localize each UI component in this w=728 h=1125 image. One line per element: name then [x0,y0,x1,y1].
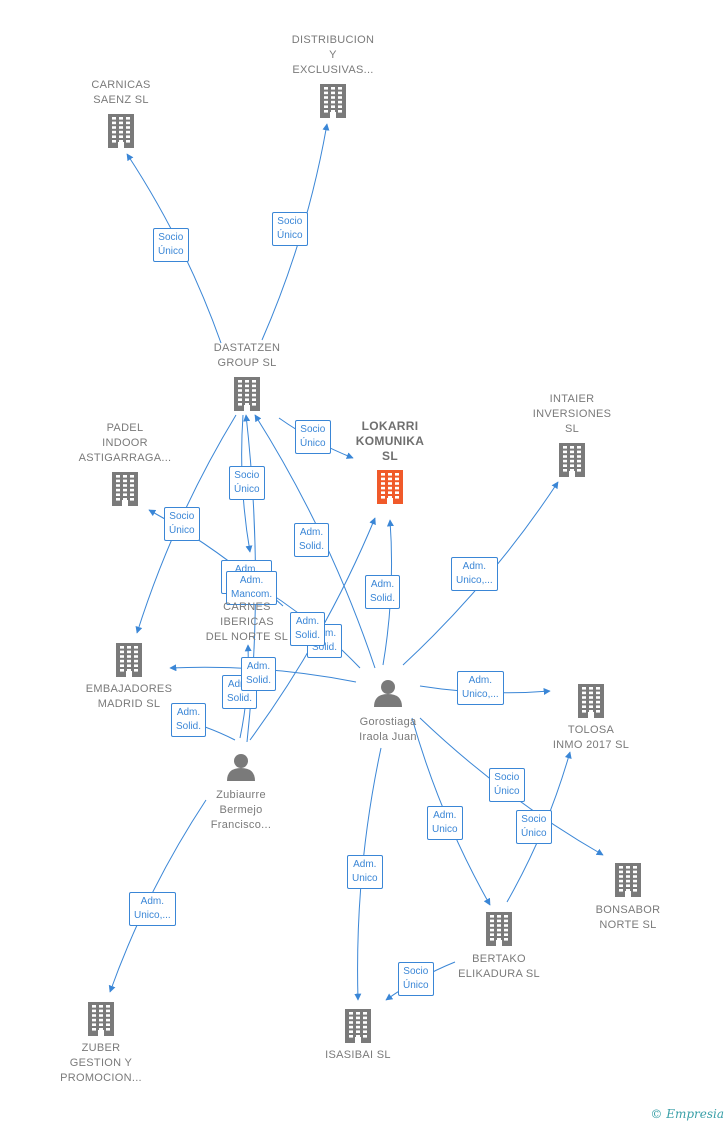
edge-label-gorostiaga-embajadores[interactable]: Adm. Solid. [222,675,258,709]
building-icon-carnicas[interactable] [108,114,134,148]
edge-label-gorostiaga-dastatzen[interactable]: Adm. Solid. [294,523,330,557]
building-icon-lokarri[interactable] [377,470,403,504]
building-icon-isasibai[interactable] [345,1009,371,1043]
node-label-gorostiaga: Gorostiaga Iraola Juan [359,716,417,743]
node-label-dastatzen: DASTATZEN GROUP SL [213,342,281,369]
building-icon-zuber[interactable] [88,1002,114,1036]
edge-label-dastatzen-carnicas[interactable]: Socio Único [153,228,189,262]
edge-label-gorostiaga-lokarri[interactable]: Adm. Solid. [365,575,401,609]
node-label-carnicas: CARNICAS SAENZ SL [91,79,151,106]
edge-label-bertako-tolosa[interactable]: Socio Único [516,810,552,844]
person-icon-zubiaurre[interactable] [227,754,255,781]
edge-label-zubiaurre-embajadores[interactable]: Adm. Solid. [171,703,207,737]
building-icon-bertako[interactable] [486,912,512,946]
node-label-distribucion: DISTRIBUCION Y EXCLUSIVAS... [291,34,375,76]
node-label-tolosa: TOLOSA INMO 2017 SL [552,724,630,751]
building-icon-bonsabor[interactable] [615,863,641,897]
edge-label-gorostiaga-bonsabor[interactable]: Socio Único [489,768,525,802]
brand-logo: © Empresia [650,1107,724,1121]
node-label-lokarri: LOKARRI KOMUNIKA SL [355,419,425,463]
edge-label-dastatzen-embajadores[interactable]: Socio Único [164,507,200,541]
building-icon-embajadores[interactable] [116,643,142,677]
node-label-isasibai: ISASIBAI SL [325,1049,391,1061]
node-label-carnes: CARNES IBERICAS DEL NORTE SL [205,601,289,643]
edge-label-dastatzen-distribucion[interactable]: Socio Único [272,212,308,246]
node-label-zubiaurre: Zubiaurre Bermejo Francisco... [210,789,272,831]
node-label-intaier: INTAIER INVERSIONES SL [532,393,612,435]
building-icon-tolosa[interactable] [578,684,604,718]
edge-label-zubiaurre-carnes[interactable]: Adm. Solid. [241,657,277,691]
edge-label-gorostiaga-intaier[interactable]: Adm. Unico,... [451,557,498,591]
node-label-zuber: ZUBER GESTION Y PROMOCION... [60,1042,142,1084]
edge-label-gorostiaga-isasibai[interactable]: Adm. Unico [347,855,383,889]
brand-name: Empresia [666,1107,724,1121]
edge-label-dastatzen-lokarri[interactable]: Socio Único [295,420,331,454]
edge-label-gorostiaga-bertako[interactable]: Adm. Unico [427,806,463,840]
edge-label-zubiaurre-lokarri[interactable]: Adm. Solid. [290,612,326,646]
building-icon-intaier[interactable] [559,443,585,477]
building-icon-padel[interactable] [112,472,138,506]
building-icon-dastatzen[interactable] [234,377,260,411]
edge-label-gorostiaga-tolosa[interactable]: Adm. Unico,... [457,671,504,705]
node-label-embajadores: EMBAJADORES MADRID SL [85,683,173,710]
node-label-bonsabor: BONSABOR NORTE SL [595,904,661,931]
edge-label-zubiaurre-dastatzen[interactable]: Adm. Mancom. [226,571,278,605]
person-icon-gorostiaga[interactable] [374,680,402,707]
node-label-bertako: BERTAKO ELIKADURA SL [458,953,540,980]
edge-label-dastatzen-carnes[interactable]: Socio Único [229,466,265,500]
building-icon-distribucion[interactable] [320,84,346,118]
node-label-padel: PADEL INDOOR ASTIGARRAGA... [78,422,172,464]
edge-label-bertako-isasibai[interactable]: Socio Único [398,962,434,996]
copyright-symbol: © [650,1107,663,1121]
edge-label-zubiaurre-zuber[interactable]: Adm. Unico,... [129,892,176,926]
